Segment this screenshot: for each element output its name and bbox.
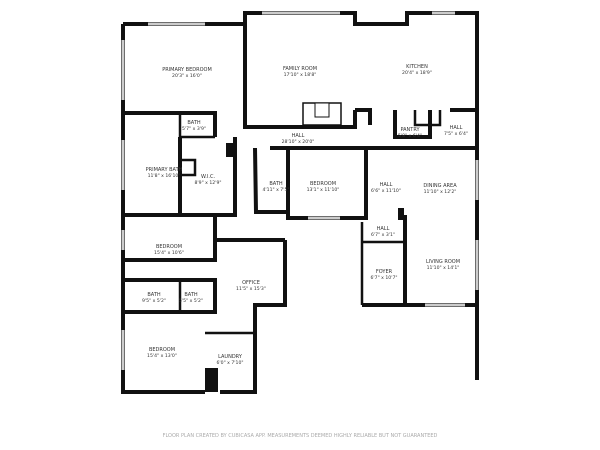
room-name: BATH: [269, 181, 283, 187]
disclaimer-footer: FLOOR PLAN CREATED BY CUBICASA APP. MEAS…: [163, 433, 438, 439]
room-wic: W.I.C.8'9" x 12'9": [194, 174, 221, 186]
room-dimensions: 11'8" x 16'10": [148, 173, 181, 179]
room-dimensions: 20'4" x 18'9": [402, 70, 432, 76]
room-dimensions: 15'4" x 10'6": [154, 250, 184, 256]
room-dimensions: 13'1" x 11'10": [307, 187, 340, 193]
room-dimensions: 7'5" x 6'4": [444, 131, 468, 137]
room-name: BEDROOM: [149, 347, 175, 353]
room-dimensions: 6'0" x 7'10": [216, 360, 243, 366]
room-dimensions: 20'3" x 16'0": [172, 73, 202, 79]
room-dimensions: 5'5" x 5'2": [179, 298, 203, 304]
room-name: LIVING ROOM: [426, 259, 460, 265]
room-dimensions: 11'10" x 14'1": [427, 265, 460, 271]
room-name: KITCHEN: [406, 64, 428, 70]
room-dimensions: 6'7" x 3'1": [371, 232, 395, 238]
room-name: FAMILY ROOM: [283, 66, 317, 72]
room-dimensions: 11'5" x 15'3": [236, 286, 266, 292]
room-dimensions: 11'10" x 12'2": [424, 189, 457, 195]
room-name: HALL: [377, 226, 390, 232]
room-name: BATH: [184, 292, 198, 298]
room-name: PRIMARY BEDROOM: [162, 67, 212, 73]
room-name: W.I.C.: [201, 174, 216, 180]
room-name: LAUNDRY: [218, 354, 243, 360]
room-name: PRIMARY BATH: [146, 167, 183, 173]
room-name: BEDROOM: [310, 181, 336, 187]
room-name: PANTRY: [400, 127, 420, 133]
room-name: BEDROOM: [156, 244, 182, 250]
room-name: BATH: [187, 120, 201, 126]
room-name: HALL: [292, 133, 305, 139]
room-name: OFFICE: [242, 280, 260, 286]
room-name: BATH: [147, 292, 161, 298]
room-dimensions: 5'7" x 3'9": [182, 126, 206, 132]
room-dimensions: 6'6" x 11'10": [371, 188, 401, 194]
room-name: DINING AREA: [423, 183, 457, 189]
room-dimensions: 17'10" x 18'8": [284, 72, 317, 78]
room-dimensions: 9'5" x 5'2": [142, 298, 166, 304]
room-dimensions: 8'9" x 12'9": [194, 180, 221, 186]
room-dimensions: 5'8" x 6'4": [398, 133, 422, 139]
room-name: FOYER: [376, 269, 393, 275]
room-dimensions: 4'11" x 7'5": [262, 187, 289, 193]
windows: [121, 11, 479, 370]
room-dimensions: 15'4" x 13'0": [147, 353, 177, 359]
room-name: HALL: [380, 182, 393, 188]
room-dimensions: 6'7" x 10'7": [370, 275, 397, 281]
room-name: HALL: [450, 125, 463, 131]
room-dimensions: 28'10" x 20'0": [282, 139, 315, 145]
